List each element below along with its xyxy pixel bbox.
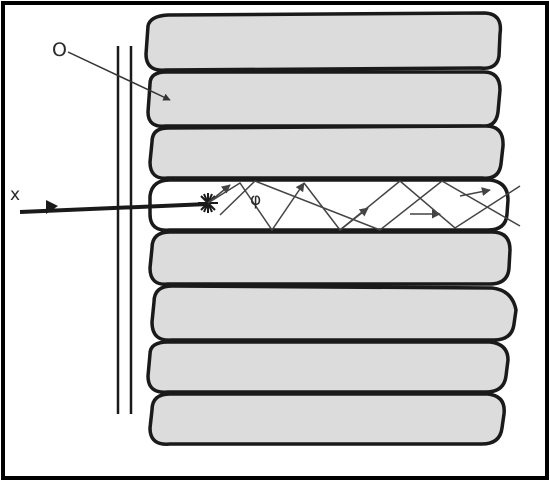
- ray-path-b: [219, 180, 521, 231]
- fiber-layer-7: [148, 392, 506, 446]
- fiber-layer-4: [148, 230, 512, 286]
- beam-label: x: [10, 185, 20, 205]
- fiber-core-gap: [148, 178, 510, 232]
- ray-arrow-4: [459, 187, 491, 197]
- fiber-layer-1: [144, 11, 503, 72]
- pointer-label: O: [52, 39, 67, 61]
- incoming-beam: [19, 202, 209, 214]
- ray-arrow-2: [339, 207, 369, 231]
- fiber-layer-2: [146, 70, 502, 128]
- angle-label: φ: [250, 190, 261, 210]
- beam-arrowhead: [46, 200, 58, 214]
- ray-path-a-continued: [303, 180, 521, 232]
- fiber-layer-6: [146, 340, 510, 394]
- pointer-arrow: [67, 51, 171, 101]
- fiber-layer-3: [148, 124, 505, 180]
- ray-arrow-1: [207, 184, 231, 204]
- fiber-layer-5: [150, 284, 518, 342]
